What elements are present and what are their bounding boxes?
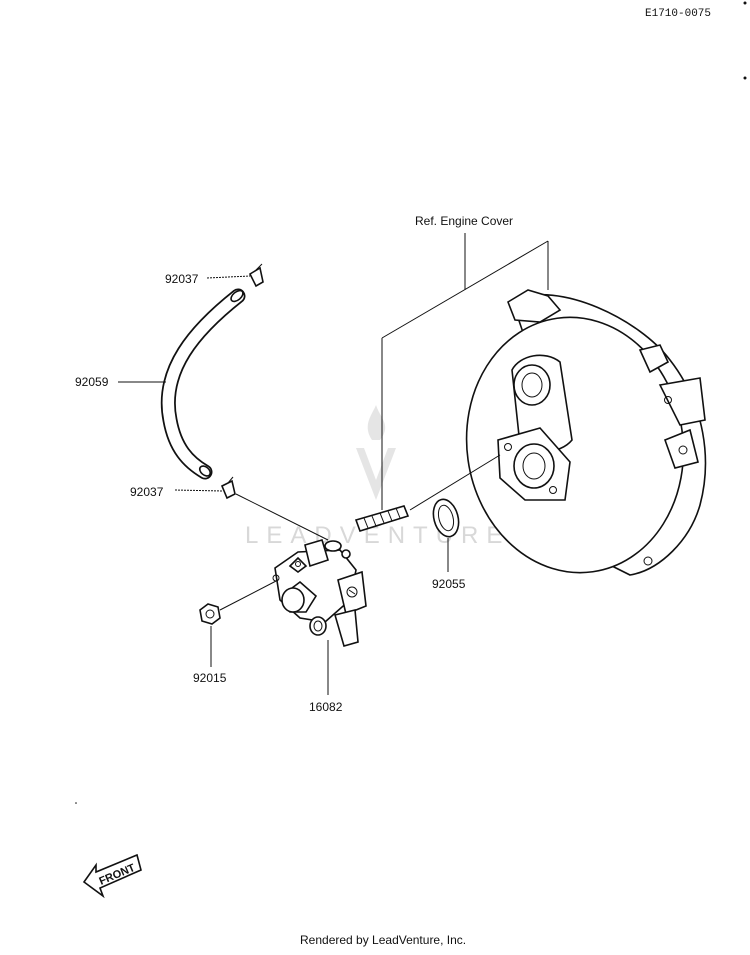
leader-line [235,493,329,541]
leader-line [409,454,501,511]
footer-credit: Rendered by LeadVenture, Inc. [300,933,466,947]
leader-line [174,489,223,492]
corner-dot [743,76,747,80]
front-arrow-icon: FRONT [82,853,142,899]
stud-bolt [354,505,410,532]
ref-engine-cover-label: Ref. Engine Cover [415,214,513,228]
nut [199,603,221,625]
fuel-cock [272,539,367,647]
part-number-92015: 92015 [193,671,227,685]
part-number-92037-bottom: 92037 [130,485,164,499]
stray-dot [75,802,77,804]
corner-dot [743,1,747,5]
hose-clamp-top [248,263,264,288]
leader-line [206,275,251,279]
part-number-92055: 92055 [432,577,466,591]
part-number-92037-top: 92037 [165,272,199,286]
leader-line [219,579,279,611]
part-number-92059: 92059 [75,375,109,389]
o-ring [432,498,460,538]
part-number-16082: 16082 [309,700,343,714]
engine-cover [465,289,707,576]
reference-bracket [381,233,549,510]
hose-clamp-bottom [220,476,236,500]
fuel-hose [160,288,246,480]
drawing-id: E1710-0075 [645,8,711,20]
